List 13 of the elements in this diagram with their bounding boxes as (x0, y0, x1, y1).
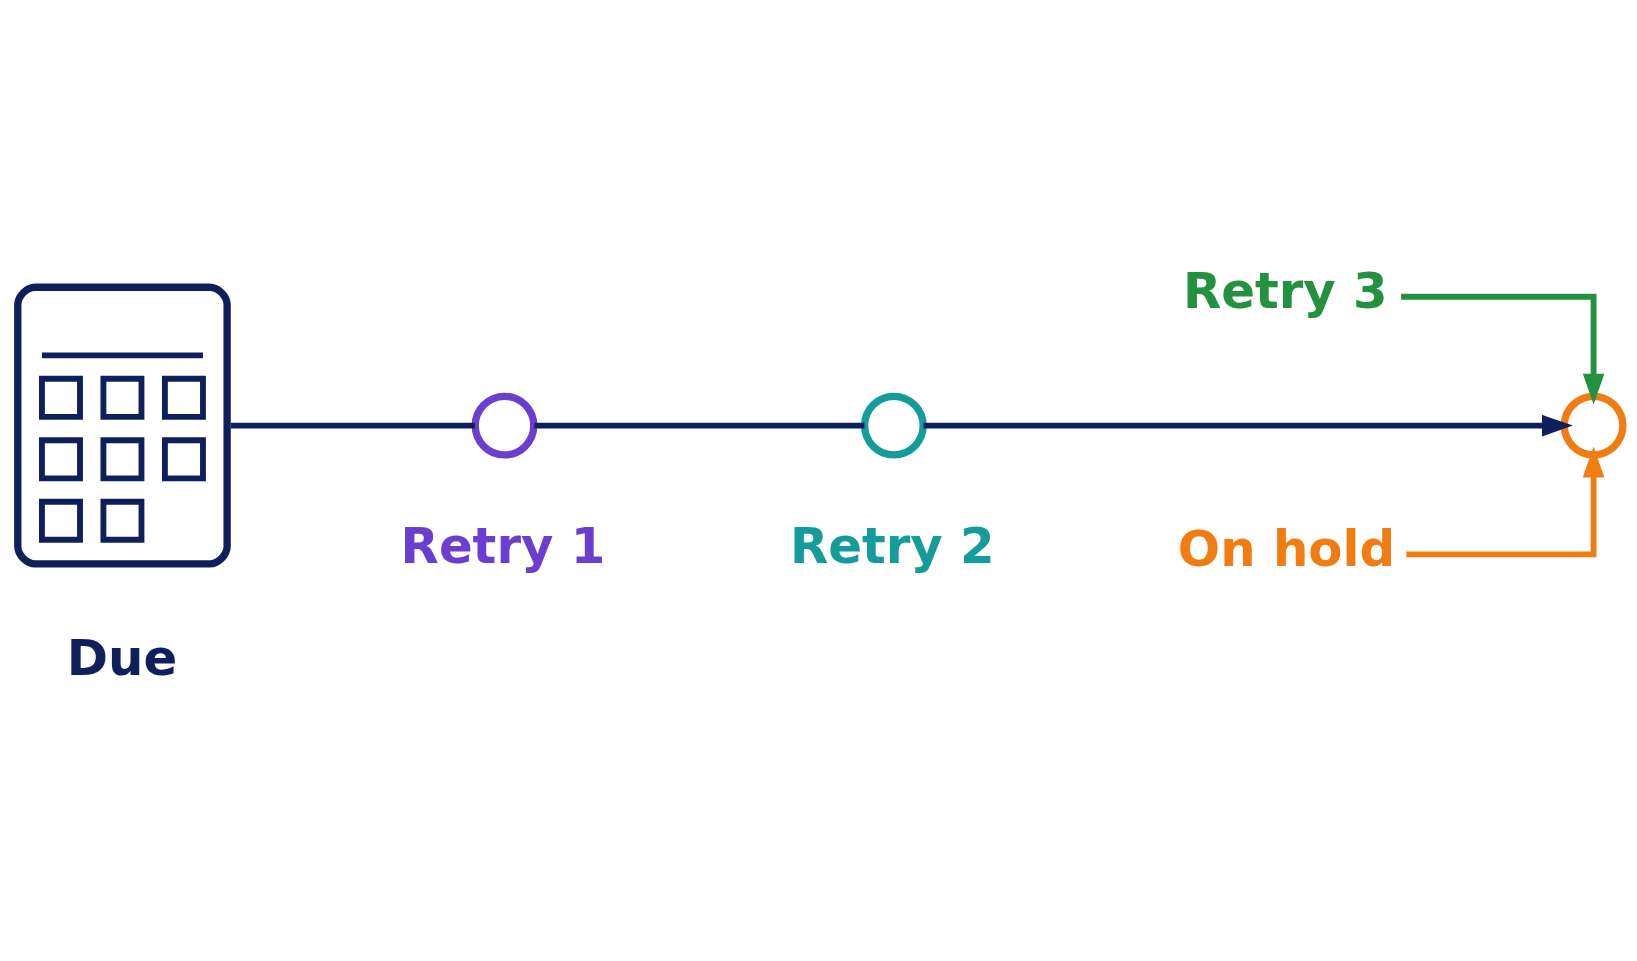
node-label: Due (66, 629, 178, 688)
connector (534, 422, 865, 429)
connector (230, 422, 475, 429)
node-label: Retry 2 (789, 516, 995, 575)
node-circle (1560, 392, 1627, 459)
node-text: Retry 3 (1182, 262, 1388, 321)
arrow (1406, 446, 1605, 558)
node-label: Retry 1 (400, 516, 606, 575)
node-circle (860, 392, 927, 459)
arrow (923, 414, 1573, 437)
arrow (1401, 293, 1605, 405)
node-text: On hold (1177, 519, 1396, 578)
node-circle (471, 392, 538, 459)
